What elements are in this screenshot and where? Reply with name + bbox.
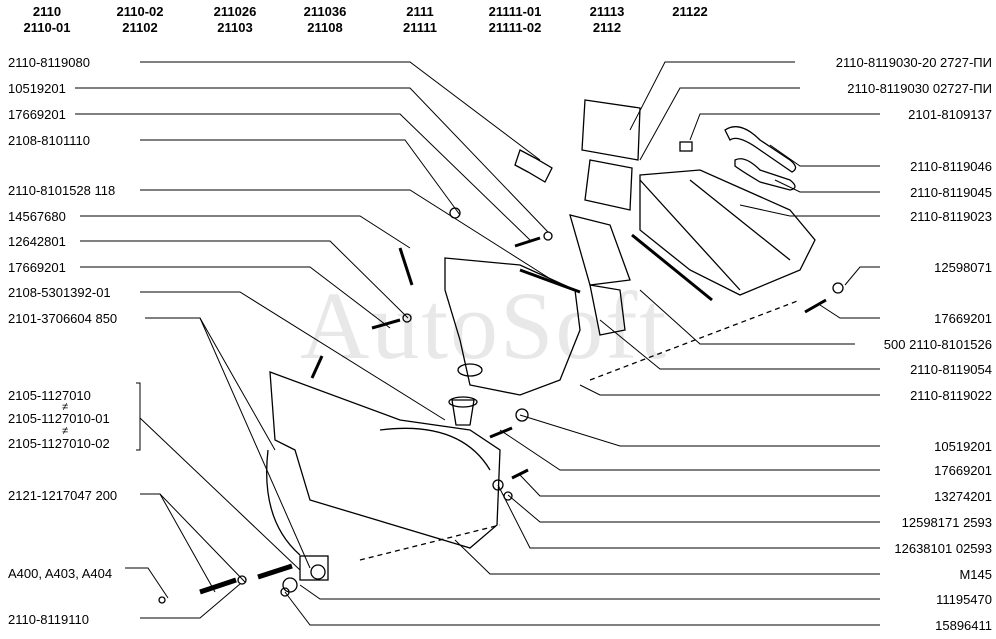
- label-left-16: 2110-8119110: [8, 612, 89, 627]
- not-equal-sign-2: ≠: [62, 425, 69, 437]
- air-duct-housing: [639, 169, 816, 296]
- label-right-10: 2110-8119054: [910, 362, 992, 377]
- floor-panel: [269, 371, 501, 549]
- label-right-6: 2110-8119023: [910, 209, 992, 224]
- valve: [514, 149, 553, 183]
- label-right-8: 17669201: [934, 311, 992, 326]
- label-right-18: 11195470: [936, 592, 992, 607]
- funnel: [451, 399, 475, 426]
- label-right-2: 2110-8119030 02727-ПИ: [847, 81, 992, 96]
- cable: [266, 449, 301, 556]
- label-right-17: M145: [959, 567, 992, 582]
- label-right-16: 12638101 02593: [894, 541, 992, 556]
- label-left-14: 2121-1217047 200: [8, 488, 118, 503]
- motor-unit: [299, 555, 329, 581]
- label-left-1: 2110-8119080: [8, 55, 90, 70]
- label-left-7: 12642801: [8, 234, 66, 249]
- not-equal-sign-1: ≠: [62, 401, 69, 413]
- heater-housing: [444, 257, 581, 396]
- model-col-8: 21122: [672, 4, 708, 19]
- label-right-5: 2110-8119045: [910, 185, 992, 200]
- label-right-11: 2110-8119022: [910, 388, 992, 403]
- label-left-13: 2105-1127010-02: [8, 436, 110, 451]
- label-left-10: 2101-3706604 850: [8, 311, 118, 326]
- label-left-9: 2108-5301392-01: [8, 285, 111, 300]
- label-left-15: A400, A403, A404: [8, 566, 113, 581]
- label-right-19: 15896411: [935, 618, 992, 633]
- label-left-11: 2105-1127010: [8, 388, 91, 403]
- label-right-14: 13274201: [934, 489, 992, 504]
- label-right-9: 500 2110-8101526: [883, 337, 992, 352]
- label-left-3: 17669201: [8, 107, 66, 122]
- label-left-8: 17669201: [8, 260, 66, 275]
- label-right-13: 17669201: [934, 463, 992, 478]
- label-left-6: 14567680: [8, 209, 66, 224]
- label-left-12: 2105-1127010-01: [8, 411, 110, 426]
- label-left-4: 2108-8101110: [8, 133, 90, 148]
- inner-duct: [569, 214, 631, 286]
- parts-artwork: [158, 99, 844, 604]
- handle-1: [724, 126, 797, 173]
- label-left-5: 2110-8101528 118: [8, 183, 116, 198]
- label-right-1: 2110-8119030-20 2727-ПИ: [835, 55, 992, 70]
- label-right-12: 10519201: [934, 439, 992, 454]
- leader-lines: [75, 61, 880, 626]
- label-right-3: 2101-8109137: [908, 107, 992, 122]
- grille-plate: [581, 99, 641, 161]
- label-right-15: 12598171 2593: [901, 515, 992, 530]
- label-right-4: 2110-8119046: [910, 159, 992, 174]
- handle-2: [734, 158, 796, 191]
- label-left-2: 10519201: [8, 81, 66, 96]
- label-right-7: 12598071: [934, 260, 992, 275]
